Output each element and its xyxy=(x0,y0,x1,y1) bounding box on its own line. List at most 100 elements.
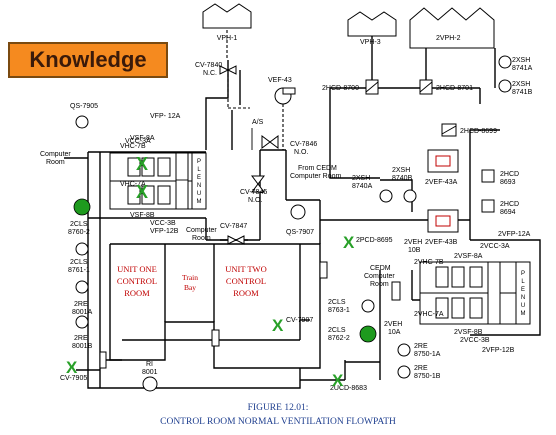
svg-text:M: M xyxy=(521,311,526,317)
xsh8741-switches: 2XSH 8741A 2XSH 8741B xyxy=(498,55,533,96)
figure-caption: FIGURE 12.01: CONTROL ROOM NORMAL VENTIL… xyxy=(160,403,396,427)
svg-text:N: N xyxy=(197,183,201,189)
cv7847-valve: Computer Room CV-7847 xyxy=(186,223,247,245)
svg-text:VCC-3B: VCC-3B xyxy=(150,220,176,227)
svg-text:CONTROL ROOM NORMAL VENTILATIO: CONTROL ROOM NORMAL VENTILATION FLOWPATH xyxy=(160,417,396,427)
svg-text:RI: RI xyxy=(146,361,153,368)
svg-text:2RE: 2RE xyxy=(74,335,88,342)
x-mark-pcd8695: X xyxy=(343,233,355,252)
cv7845-valve: CV-7845 N.O. xyxy=(240,175,267,204)
svg-text:M: M xyxy=(197,199,202,205)
svg-text:U: U xyxy=(197,191,201,197)
svg-text:2HCD-8701: 2HCD-8701 xyxy=(436,85,473,92)
svg-text:N.O.: N.O. xyxy=(294,149,308,156)
xsh8740-switches: 2XSH 8740A 2XSH 8740B xyxy=(352,167,417,203)
hcd8701-damper: 2HCD-8701 xyxy=(419,79,473,95)
qs7907-sensor: QS-7907 xyxy=(286,204,314,236)
svg-text:N: N xyxy=(521,295,525,301)
svg-text:FIGURE 12.01:: FIGURE 12.01: xyxy=(248,403,309,413)
svg-text:QS-7905: QS-7905 xyxy=(70,103,98,110)
cv7846-valve: CV-7846 N.O. xyxy=(261,135,317,156)
hcd8699-damper: 2HCD-8699 xyxy=(441,123,497,137)
svg-text:2VSF-8A: 2VSF-8A xyxy=(454,253,483,260)
svg-text:2VHC-7A: 2VHC-7A xyxy=(414,311,444,318)
svg-text:N.O.: N.O. xyxy=(248,197,262,204)
vph1-hood: VPH-1 xyxy=(202,3,252,60)
svg-text:2RE: 2RE xyxy=(74,301,88,308)
svg-text:2VFP-12A: 2VFP-12A xyxy=(498,231,531,238)
svg-text:8694: 8694 xyxy=(500,209,516,216)
svg-text:UNIT TWO: UNIT TWO xyxy=(225,264,266,274)
svg-text:8750-1B: 8750-1B xyxy=(414,373,441,380)
svg-text:QS-7907: QS-7907 xyxy=(286,229,314,236)
svg-text:2VEH: 2VEH xyxy=(404,239,422,246)
svg-text:VSF-8B: VSF-8B xyxy=(130,212,155,219)
svg-text:8760-2: 8760-2 xyxy=(68,229,90,236)
unit-two-room-label: UNIT TWO CONTROL ROOM xyxy=(225,264,266,298)
svg-text:2CLS: 2CLS xyxy=(70,259,88,266)
vef43-fan: VEF-43 xyxy=(268,77,296,150)
svg-text:CV-7847: CV-7847 xyxy=(220,223,247,230)
right-plenum: P L E N U M xyxy=(515,261,531,325)
svg-text:8740B: 8740B xyxy=(392,175,413,182)
from-cedm-label: From CEDM Computer Room xyxy=(290,165,342,180)
svg-text:Room: Room xyxy=(46,159,65,166)
left-sensor-column: 2CLS 8760-2 2CLS 8761-1 2RE 8001A 2RE 80… xyxy=(60,221,107,382)
svg-text:2VCC-3B: 2VCC-3B xyxy=(460,337,490,344)
x-mark-vsf8b: X xyxy=(136,182,148,202)
svg-text:ROOM: ROOM xyxy=(124,288,150,298)
svg-text:8001A: 8001A xyxy=(72,309,93,316)
svg-text:8001B: 8001B xyxy=(72,343,93,350)
svg-text:Computer Room: Computer Room xyxy=(290,173,342,180)
left-green-indicator xyxy=(73,198,91,216)
svg-text:CV-7846: CV-7846 xyxy=(290,141,317,148)
svg-text:VHC-7A: VHC-7A xyxy=(120,181,146,188)
ri8001-monitor: RI 8001 xyxy=(142,361,158,392)
svg-text:UNIT ONE: UNIT ONE xyxy=(117,264,157,274)
svg-text:8750-1A: 8750-1A xyxy=(414,351,441,358)
svg-text:Room: Room xyxy=(370,281,389,288)
as-damper: A/S xyxy=(251,119,264,150)
svg-text:VPH-3: VPH-3 xyxy=(360,39,381,46)
cedm-computer-room-label: CEDM Computer Room xyxy=(364,265,401,301)
svg-text:E: E xyxy=(521,287,525,293)
x-mark-cv7907: X xyxy=(272,316,284,335)
svg-text:Room: Room xyxy=(192,235,211,242)
control-room-outline xyxy=(109,243,321,369)
svg-text:CV-7905: CV-7905 xyxy=(60,375,87,382)
left-ductwork xyxy=(76,60,346,389)
svg-text:2CLS: 2CLS xyxy=(70,221,88,228)
svg-text:2RE: 2RE xyxy=(414,343,428,350)
svg-text:Train: Train xyxy=(182,273,198,282)
svg-text:2UCD-8683: 2UCD-8683 xyxy=(330,385,367,392)
cv7907-valve: CV-7907 xyxy=(211,261,328,347)
train-bay-label: Train Bay xyxy=(182,273,198,292)
hcd8700-damper: 2HCD-8700 xyxy=(322,79,379,95)
svg-text:2VCC-3A: 2VCC-3A xyxy=(480,243,510,250)
vph2-hood: 2VPH-2 xyxy=(409,7,495,49)
svg-text:2VEH: 2VEH xyxy=(384,321,402,328)
svg-text:2HCD: 2HCD xyxy=(500,201,519,208)
svg-text:CV-7840: CV-7840 xyxy=(195,62,222,69)
svg-text:10A: 10A xyxy=(388,329,401,336)
knowledge-banner: Knowledge xyxy=(8,42,168,78)
right-green-indicator xyxy=(359,325,377,343)
qs7905-sensor: QS-7905 xyxy=(70,103,98,129)
svg-text:8693: 8693 xyxy=(500,179,516,186)
svg-text:VEF-43: VEF-43 xyxy=(268,77,292,84)
svg-text:2XSH: 2XSH xyxy=(392,167,410,174)
svg-text:U: U xyxy=(521,303,525,309)
svg-text:8762-2: 8762-2 xyxy=(328,335,350,342)
svg-text:2VFP-12B: 2VFP-12B xyxy=(482,347,515,354)
svg-text:N.C.: N.C. xyxy=(203,70,217,77)
svg-text:CEDM: CEDM xyxy=(370,265,391,272)
svg-text:8741B: 8741B xyxy=(512,89,533,96)
svg-text:10B: 10B xyxy=(408,247,421,254)
svg-text:2VHC-7B: 2VHC-7B xyxy=(414,259,444,266)
svg-text:VPH-1: VPH-1 xyxy=(217,35,238,42)
svg-text:Bay: Bay xyxy=(184,283,196,292)
left-air-handling-unit: VCC-3A VFP- 12A VHC-7B VSF-8A VHC-7A VSF… xyxy=(109,113,206,235)
knowledge-banner-label: Knowledge xyxy=(29,47,147,72)
